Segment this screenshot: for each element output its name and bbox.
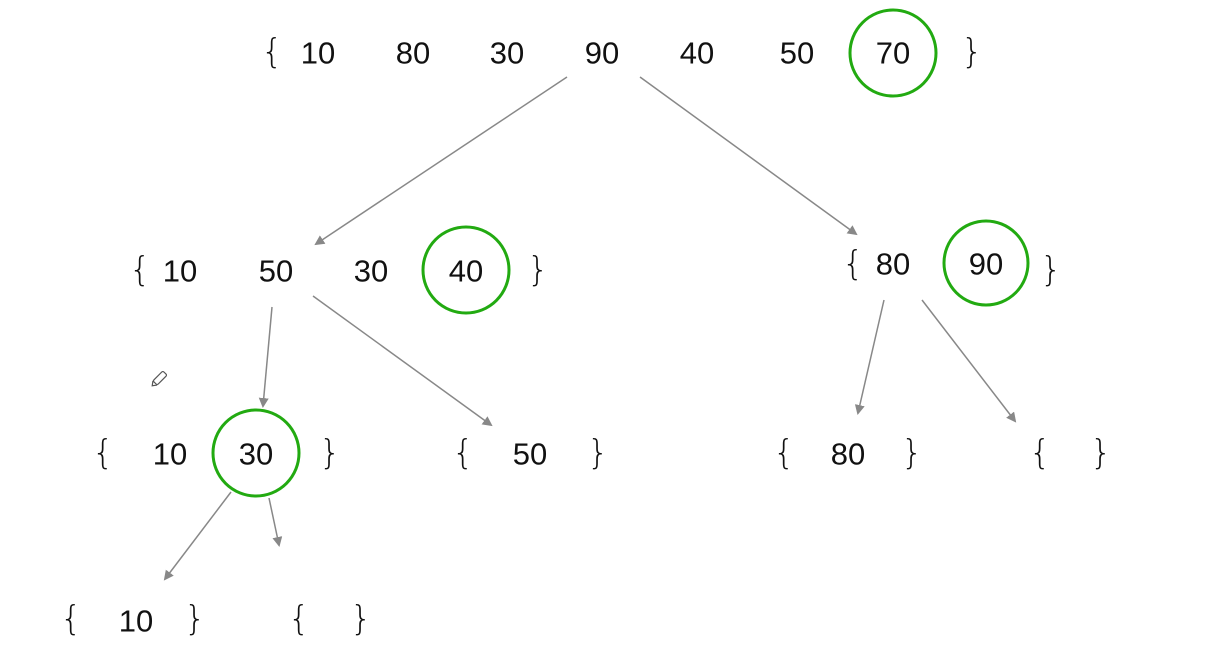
pivot-value: 90 (968, 246, 1004, 282)
open-brace: { (452, 433, 474, 473)
open-brace: { (773, 433, 795, 473)
arrow-ll-to-llleft (163, 491, 232, 581)
element-value: 80 (875, 246, 911, 282)
arrow-right-to-rightleft (854, 299, 885, 415)
open-brace: { (129, 250, 151, 290)
element-value: 80 (830, 436, 866, 472)
pivot-circle-root (848, 8, 938, 98)
element-value: 10 (152, 436, 188, 472)
pivot-value: 40 (448, 253, 484, 289)
element-value: 50 (512, 436, 548, 472)
open-brace: { (60, 599, 82, 639)
pivot-value: 70 (875, 35, 911, 71)
element-value: 30 (489, 35, 525, 71)
arrow-left-to-leftright (312, 295, 493, 427)
arrow-left-to-leftleft (258, 306, 273, 408)
arrow-right-to-rightright (921, 299, 1017, 423)
element-value: 90 (584, 35, 620, 71)
open-brace: { (288, 599, 310, 639)
element-value: 10 (300, 35, 336, 71)
open-brace: { (92, 433, 114, 473)
close-brace: } (1090, 433, 1112, 473)
close-brace: } (527, 250, 549, 290)
element-value: 50 (258, 253, 294, 289)
close-brace: } (350, 599, 372, 639)
element-value: 10 (162, 253, 198, 289)
open-brace: { (261, 32, 283, 72)
element-value: 80 (395, 35, 431, 71)
open-brace: { (1029, 433, 1051, 473)
element-value: 30 (353, 253, 389, 289)
open-brace: { (842, 244, 864, 284)
pencil-cursor-icon (151, 370, 168, 387)
pivot-circle-left (421, 225, 511, 315)
pivot-value: 30 (238, 436, 274, 472)
arrow-root-to-right (639, 76, 858, 236)
close-brace: } (587, 433, 609, 473)
element-value: 10 (118, 603, 154, 639)
close-brace: } (961, 32, 983, 72)
close-brace: } (319, 433, 341, 473)
arrow-root-to-left (314, 76, 568, 246)
close-brace: } (901, 433, 923, 473)
pivot-circle-leftleft (211, 408, 301, 498)
element-value: 50 (779, 35, 815, 71)
arrow-ll-to-llright (268, 497, 283, 547)
close-brace: } (184, 599, 206, 639)
close-brace: } (1040, 250, 1062, 290)
pivot-circle-right (942, 219, 1030, 307)
element-value: 40 (679, 35, 715, 71)
